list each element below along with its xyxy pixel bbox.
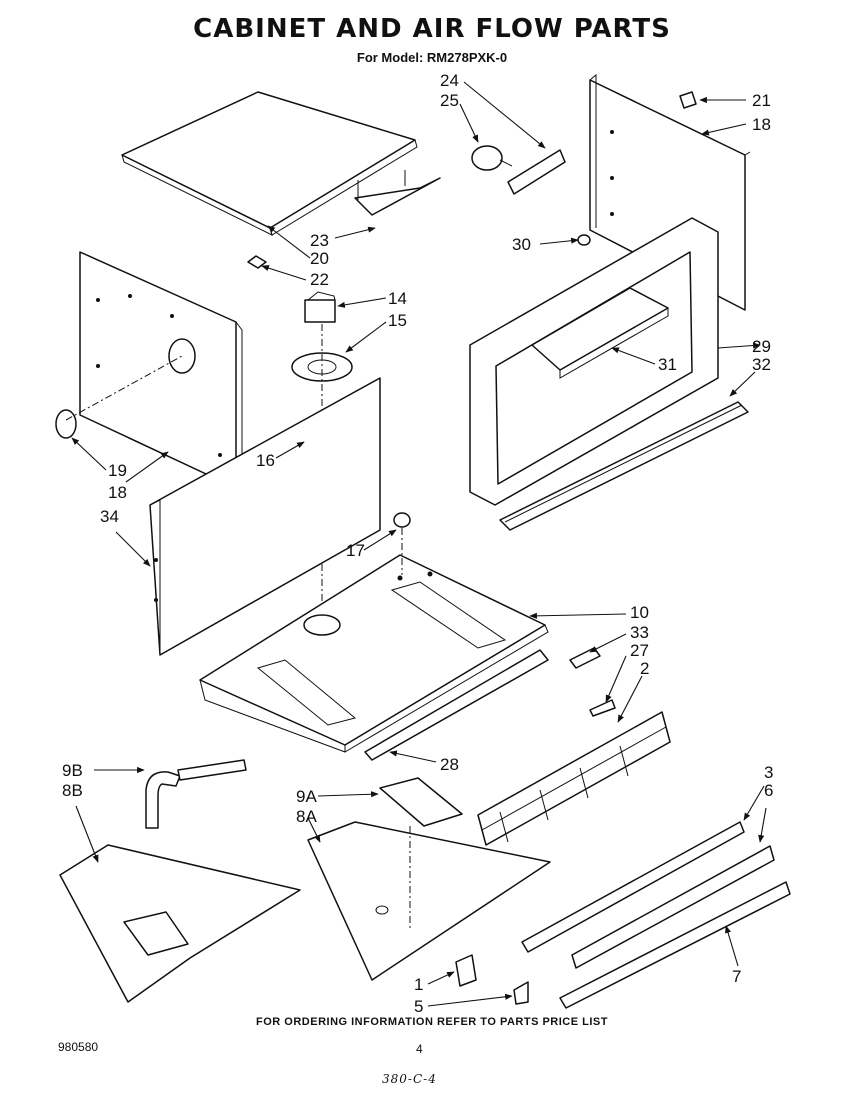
front-grille (499, 401, 749, 531)
callout-8b: 8B (62, 781, 83, 800)
part-27 (589, 699, 616, 717)
callout-6: 6 (764, 781, 773, 800)
handwritten-note: 380-C-4 (382, 1072, 437, 1086)
leader-lines (71, 81, 767, 1007)
callout-10: 10 (630, 603, 649, 622)
left-side-panel (79, 251, 243, 489)
clip-21 (679, 91, 697, 109)
filter-strip-28 (364, 649, 549, 761)
callout-14: 14 (388, 289, 407, 308)
tray-8a (307, 821, 551, 981)
callout-20: 20 (310, 249, 329, 268)
callout-19: 19 (108, 461, 127, 480)
mesh-screen (477, 711, 671, 846)
callout-15: 15 (388, 311, 407, 330)
part-1 (455, 954, 477, 987)
callout-17: 17 (346, 541, 365, 560)
duct-9b (145, 759, 247, 829)
duct-9a (379, 777, 463, 827)
callout-22: 22 (310, 270, 329, 289)
callout-16: 16 (256, 451, 275, 470)
callout-27: 27 (630, 641, 649, 660)
rails (521, 821, 791, 1009)
callout-31: 31 (658, 355, 677, 374)
model-subtitle: For Model: RM278PXK-0 (356, 50, 508, 65)
callout-9a: 9A (296, 787, 317, 806)
base-pan (199, 554, 549, 753)
callout-34: 34 (100, 507, 119, 526)
callout-29: 29 (752, 337, 771, 356)
callout-9b: 9B (62, 761, 83, 780)
part-5 (513, 981, 529, 1005)
inner-cabinet (149, 377, 381, 656)
callout-25: 25 (440, 91, 459, 110)
callout-18-right: 18 (752, 115, 771, 134)
callout-18-left: 18 (108, 483, 127, 502)
front-frame (469, 217, 719, 506)
callout-28: 28 (440, 755, 459, 774)
callout-2: 2 (640, 659, 649, 678)
callout-7: 7 (732, 967, 741, 986)
callout-24: 24 (440, 71, 459, 90)
callout-32: 32 (752, 355, 771, 374)
bracket-assembly (471, 145, 566, 195)
callout-8a: 8A (296, 807, 317, 826)
tray-8b (59, 844, 301, 1003)
callout-3: 3 (764, 763, 773, 782)
page-number: 4 (416, 1042, 423, 1056)
clip-30 (577, 234, 591, 246)
ordering-note: FOR ORDERING INFORMATION REFER TO PARTS … (256, 1016, 608, 1028)
document-number: 980580 (58, 1040, 99, 1054)
callout-21: 21 (752, 91, 771, 110)
foot-17 (393, 512, 411, 528)
callout-30: 30 (512, 235, 531, 254)
callout-33: 33 (630, 623, 649, 642)
callout-5: 5 (414, 997, 423, 1016)
callout-23: 23 (310, 231, 329, 250)
page-title: CABINET AND AIR FLOW PARTS (193, 14, 671, 44)
top-panel (121, 91, 441, 236)
plug-19 (55, 409, 77, 439)
callout-1: 1 (414, 975, 423, 994)
callout-labels: 21 18 24 25 23 20 22 30 14 15 29 32 31 1… (62, 71, 773, 1016)
part-33 (569, 647, 601, 669)
clip-22 (247, 255, 267, 269)
